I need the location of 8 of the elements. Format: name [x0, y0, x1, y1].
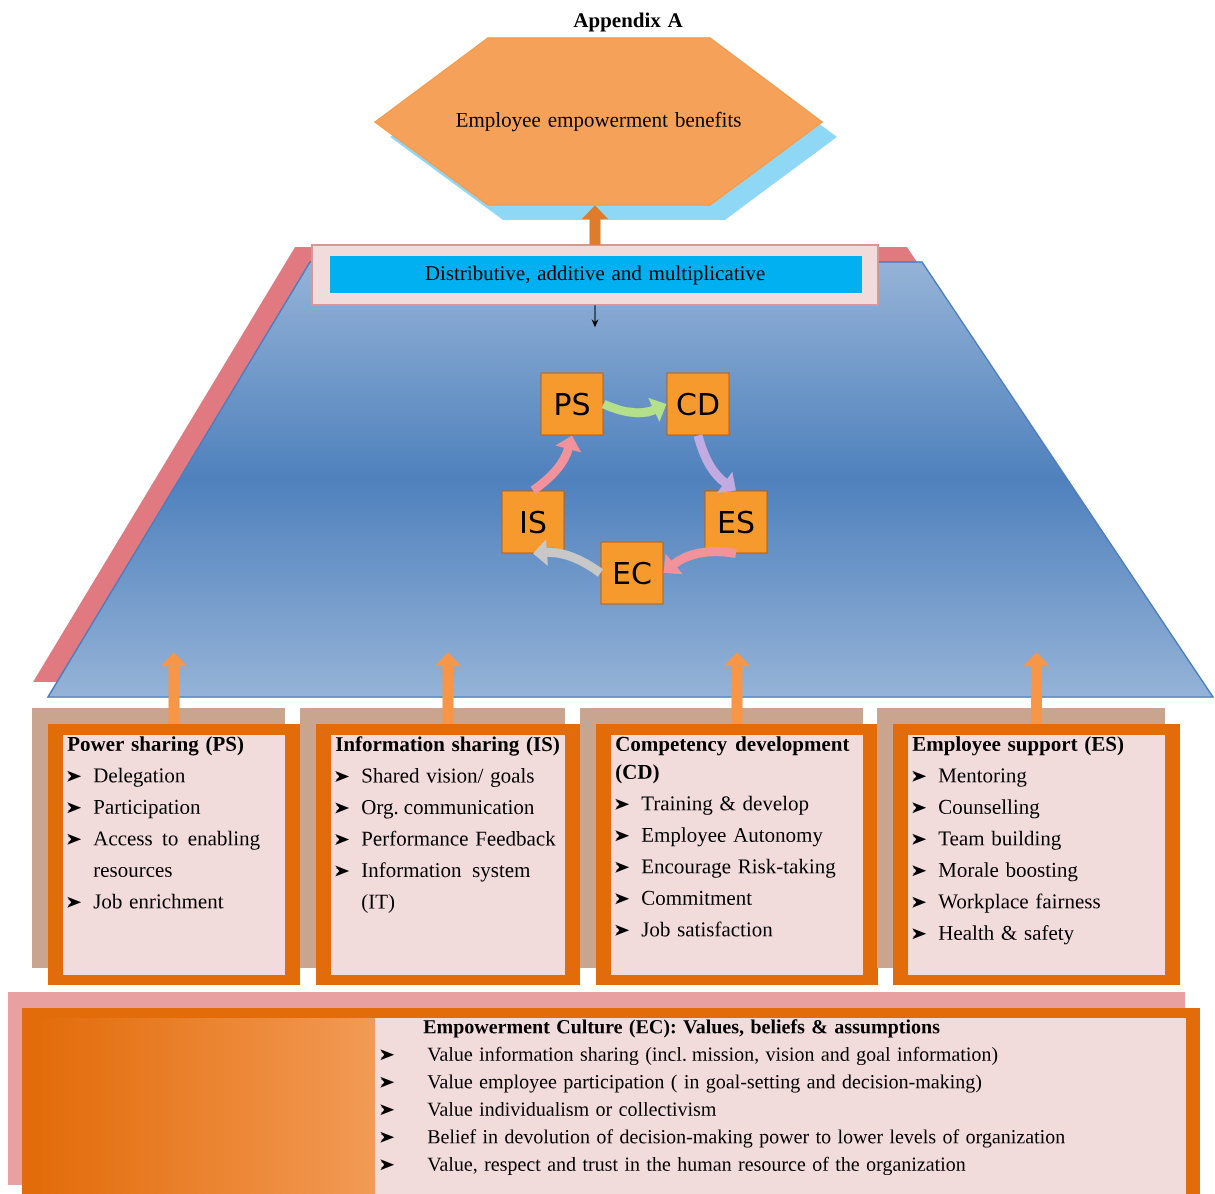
square-tile: EC [600, 541, 664, 605]
arrow [663, 547, 737, 575]
title: Appendix A [573, 12, 683, 32]
square-tile: ES [704, 490, 768, 554]
square-tile: PS [540, 372, 604, 436]
square-tile: CD [666, 372, 730, 436]
square-tile: IS [501, 490, 565, 554]
arrow [592, 304, 598, 327]
